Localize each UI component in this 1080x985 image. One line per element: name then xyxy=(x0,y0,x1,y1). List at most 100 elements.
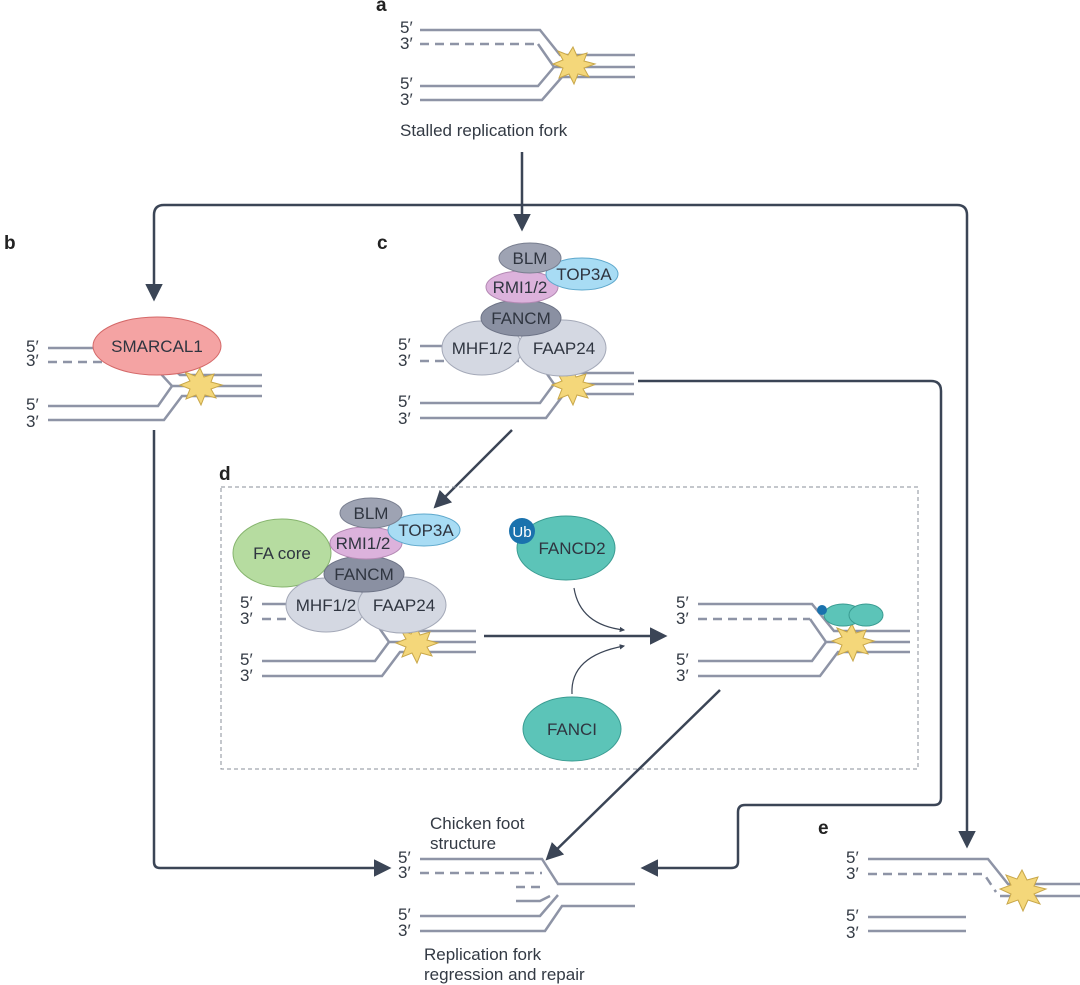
smarcal1-label: SMARCAL1 xyxy=(111,337,203,356)
panel-d-box xyxy=(220,486,919,770)
chicken-foot: Chicken foot structure 5′ 3′ 5′ 3′ Repli… xyxy=(398,814,635,984)
rmi12-label: RMI1/2 xyxy=(336,534,391,553)
lesion-star xyxy=(394,624,440,665)
fancd2-label: FANCD2 xyxy=(538,539,605,558)
panel-e: e 5′ 3′ 5′ 3′ xyxy=(818,818,1080,942)
panel-a-letter: a xyxy=(376,0,387,16)
dna-strand xyxy=(48,394,262,422)
arrow-d-to-chicken-foot xyxy=(545,689,721,861)
dna-strand xyxy=(48,385,174,408)
blm-label: BLM xyxy=(513,249,548,268)
lesion-star xyxy=(551,45,597,86)
dna-strand xyxy=(420,383,556,405)
strand-label: 5′ xyxy=(676,593,689,612)
strand-label: 3′ xyxy=(398,409,411,428)
strand-label: 5′ xyxy=(398,905,411,924)
panel-e-letter: e xyxy=(818,818,829,839)
chicken-foot-label: structure xyxy=(430,834,496,853)
branch-paths xyxy=(145,152,976,849)
dna-strand xyxy=(262,650,476,678)
strand-label: 5′ xyxy=(398,848,411,867)
strand-label: 5′ xyxy=(398,335,411,354)
repair-label: regression and repair xyxy=(424,965,585,984)
strand-label: 3′ xyxy=(400,90,413,109)
strand-label: 3′ xyxy=(398,351,411,370)
strand-label: 5′ xyxy=(676,650,689,669)
arrow-c-to-d xyxy=(433,429,513,509)
dna-strand xyxy=(698,641,828,663)
ub-label: Ub xyxy=(512,524,531,541)
ub-dot xyxy=(817,605,827,615)
faap24-label: FAAP24 xyxy=(373,596,435,615)
strand-label: 5′ xyxy=(26,337,39,356)
top3a-protein xyxy=(545,257,619,291)
strand-label: 5′ xyxy=(240,650,253,669)
strand-label: 5′ xyxy=(240,593,253,612)
strand-label: 3′ xyxy=(676,666,689,685)
top3a-label: TOP3A xyxy=(398,521,454,540)
dna-strand xyxy=(698,602,910,633)
blm-protein xyxy=(498,242,562,274)
strand-label: 5′ xyxy=(400,74,413,93)
fa-core-label: FA core xyxy=(253,544,311,563)
rmi12-label: RMI1/2 xyxy=(493,278,548,297)
dna-strand xyxy=(420,392,634,420)
fanci-label: FANCI xyxy=(547,720,597,739)
strand-label: 3′ xyxy=(846,923,859,942)
lesion-star xyxy=(550,366,596,407)
dna-nascent-strand xyxy=(868,872,998,893)
strand-label: 5′ xyxy=(400,18,413,37)
arrow-a-to-b xyxy=(145,203,522,302)
fa-core-protein xyxy=(232,518,332,588)
dna-strand xyxy=(420,75,635,102)
ub-protein xyxy=(509,518,535,544)
dna-strand xyxy=(420,66,555,88)
strand-label: 3′ xyxy=(676,609,689,628)
lesion-star xyxy=(998,868,1048,913)
panel-b-letter: b xyxy=(4,233,16,254)
fanci-protein xyxy=(522,696,622,762)
strand-label: 3′ xyxy=(240,609,253,628)
dna-strand xyxy=(420,894,559,918)
arrow-a-to-e xyxy=(522,203,976,849)
strand-label: 3′ xyxy=(398,863,411,882)
faap24-label: FAAP24 xyxy=(533,339,595,358)
arrow-fancd2-join xyxy=(573,587,626,633)
strand-label: 3′ xyxy=(398,921,411,940)
strand-label: 5′ xyxy=(398,392,411,411)
strand-label: 5′ xyxy=(846,906,859,925)
strand-label: 3′ xyxy=(26,351,39,370)
dna-strand xyxy=(420,28,635,57)
dna-strand xyxy=(420,857,635,886)
strand-label: 3′ xyxy=(26,412,39,431)
panel-d: d 5′ 3′ 5′ 3′ FA core BLM TOP3A RMI1/2 F… xyxy=(219,464,919,861)
panel-a-caption: Stalled replication fork xyxy=(400,121,568,140)
blm-label: BLM xyxy=(354,504,389,523)
repair-label: Replication fork xyxy=(424,945,542,964)
dna-strand xyxy=(868,857,1080,886)
mhf12-label: MHF1/2 xyxy=(296,596,356,615)
top3a-label: TOP3A xyxy=(556,265,612,284)
panel-a: a 5′ 3′ 5′ 3′ Stalled replication fork xyxy=(376,0,635,140)
strand-label: 3′ xyxy=(846,864,859,883)
arrow-fanci-join xyxy=(571,644,626,695)
dna-strand xyxy=(420,904,635,933)
strand-label: 3′ xyxy=(240,666,253,685)
panel-b: b 5′ 3′ 5′ 3′ SMARCAL1 xyxy=(4,233,392,877)
top3a-protein xyxy=(387,513,461,547)
panel-d-letter: d xyxy=(219,464,231,485)
strand-label: 5′ xyxy=(846,848,859,867)
fancd2-protein xyxy=(516,515,616,581)
panel-c-letter: c xyxy=(377,233,388,254)
blm-protein xyxy=(339,497,403,529)
dna-strand xyxy=(262,641,391,663)
smarcal1-protein xyxy=(92,316,222,376)
lesion-star xyxy=(830,622,876,663)
panel-c: c 5′ 3′ 5′ 3′ BLM TOP3A RMI1/2 FANCM MHF… xyxy=(377,233,943,877)
fancm-label: FANCM xyxy=(491,309,551,328)
lesion-star xyxy=(178,366,224,407)
dna-regressed-strand xyxy=(516,894,551,903)
dna-strand xyxy=(698,650,910,678)
chicken-foot-label: Chicken foot xyxy=(430,814,525,833)
